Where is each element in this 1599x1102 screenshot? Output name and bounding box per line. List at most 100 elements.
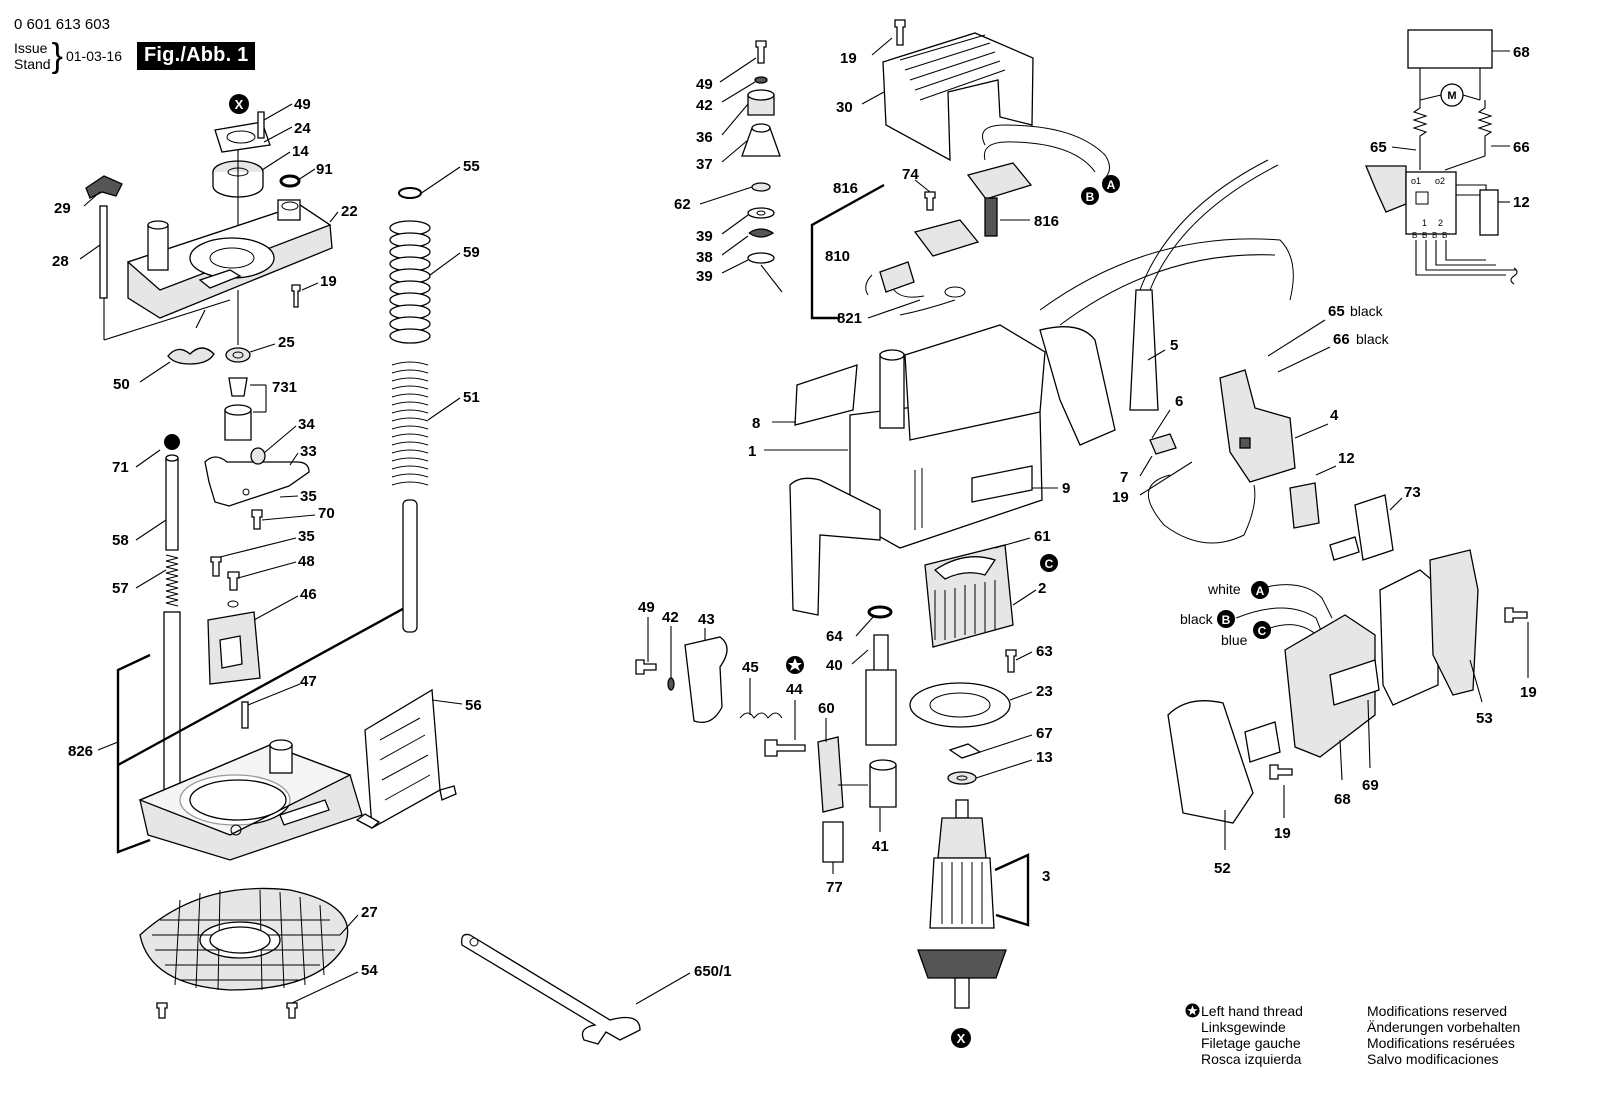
guide-column	[163, 611, 181, 803]
switch-trigger	[1365, 165, 1407, 213]
base-plate	[138, 739, 363, 861]
brace-icon: }	[51, 37, 63, 75]
terminal-o1: o1	[1411, 176, 1421, 186]
screw-49b	[755, 40, 767, 64]
screw-70	[251, 509, 263, 530]
callout-68: 68	[1513, 44, 1530, 61]
callout-38: 38	[696, 249, 713, 266]
ring-64	[867, 605, 893, 619]
screw-19d	[1504, 607, 1528, 623]
callout-73: 73	[1404, 484, 1421, 501]
terminal-o2: o2	[1435, 176, 1445, 186]
bearing-13	[947, 771, 977, 785]
bracket-826	[116, 653, 151, 854]
pin-47	[241, 701, 249, 729]
washer-39b	[747, 252, 775, 264]
brush-816	[984, 197, 998, 237]
mods-line-2: Änderungen vorbehalten	[1367, 1019, 1521, 1035]
chip-shield-56	[355, 688, 457, 830]
callout-91: 91	[316, 161, 333, 178]
star-icon-legend	[1185, 1003, 1200, 1018]
issue-label: Issue	[14, 40, 48, 56]
document-number: 0 601 613 603	[14, 16, 110, 33]
callout-55: 55	[463, 158, 480, 175]
screw-54b	[286, 1002, 298, 1019]
armature-3	[917, 799, 1030, 1009]
callout-60: 60	[818, 700, 835, 717]
x-marker-icon-2	[951, 1028, 971, 1048]
c-marker-text-2: C	[1258, 624, 1267, 638]
fan-baffle-23	[909, 682, 1011, 728]
spring-lever-33	[204, 447, 310, 507]
lock-knob-stack	[741, 40, 783, 293]
cord-sleeve	[1129, 289, 1159, 411]
wiring-schematic: M o1 o2 1 2 B B B B	[1365, 29, 1518, 285]
handle-left	[789, 477, 881, 616]
callout-33: 33	[300, 443, 317, 460]
lever-pin-group	[85, 175, 231, 341]
callout-63: 63	[1036, 643, 1053, 660]
lever-29	[85, 175, 123, 199]
collet-group	[224, 290, 267, 441]
callout-44: 44	[786, 681, 803, 698]
star-icon	[786, 656, 804, 674]
callout-9: 9	[1062, 480, 1070, 497]
callout-62: 62	[674, 196, 691, 213]
housing-post	[147, 224, 169, 271]
brush-holder-b	[966, 162, 1033, 200]
callout-23: 23	[1036, 683, 1053, 700]
screw-49	[257, 111, 265, 139]
screw-54a	[156, 1002, 168, 1019]
wire-label-blue: blue	[1221, 632, 1248, 648]
schematic-68-box	[1407, 29, 1493, 69]
screw-35	[210, 556, 222, 577]
callout-34: 34	[298, 416, 315, 433]
callout-54: 54	[361, 962, 378, 979]
wire-label-white: white	[1207, 581, 1241, 597]
a-marker-text: A	[1107, 178, 1116, 192]
callout-67: 67	[1036, 725, 1053, 742]
resistor-65	[1412, 100, 1428, 156]
motor-cover-30	[882, 19, 1034, 162]
callout-74: 74	[902, 166, 919, 183]
callout-39b: 39	[696, 268, 713, 285]
callout-71: 71	[112, 459, 129, 476]
power-cord-5	[1039, 159, 1294, 411]
capacitor-810	[879, 261, 915, 293]
field-coil-2	[924, 544, 1014, 648]
switch-body	[1405, 171, 1457, 235]
callout-53: 53	[1476, 710, 1493, 727]
callout-65: 65	[1370, 139, 1387, 156]
callout-68b: 68	[1334, 791, 1351, 808]
callout-58: 58	[112, 532, 129, 549]
screw-49c	[635, 659, 657, 675]
spring-51	[391, 361, 429, 486]
b-marker-text: B	[1086, 190, 1095, 204]
callout-821: 821	[837, 310, 862, 327]
collet-cone	[228, 377, 248, 397]
callout-42b: 42	[662, 609, 679, 626]
screw-19	[291, 284, 301, 308]
x-marker-icon	[229, 94, 249, 114]
bolt-44	[764, 739, 806, 757]
guide-spring-column	[389, 187, 431, 633]
terminal-1: 1	[1422, 218, 1427, 228]
connector-markers-ab: B A	[1081, 175, 1120, 205]
screw-19e	[1269, 764, 1293, 780]
issue-date: 01-03-16	[65, 48, 122, 64]
ring-55	[398, 187, 422, 199]
capacitor-12-schematic	[1479, 189, 1499, 236]
callout-19: 19	[320, 273, 337, 290]
callout-30: 30	[836, 99, 853, 116]
callout-29: 29	[54, 200, 71, 217]
b-marker-text-2: B	[1222, 613, 1231, 627]
mods-line-3: Modifications reséruées	[1367, 1035, 1515, 1051]
callout-57: 57	[112, 580, 129, 597]
washer-39	[747, 207, 775, 219]
callout-39: 39	[696, 228, 713, 245]
sole-plate-27	[139, 887, 349, 991]
spindle-40	[865, 634, 897, 746]
callout-12b: 12	[1338, 450, 1355, 467]
fan	[917, 949, 1007, 979]
issue-labels: Issue Stand	[14, 40, 51, 72]
